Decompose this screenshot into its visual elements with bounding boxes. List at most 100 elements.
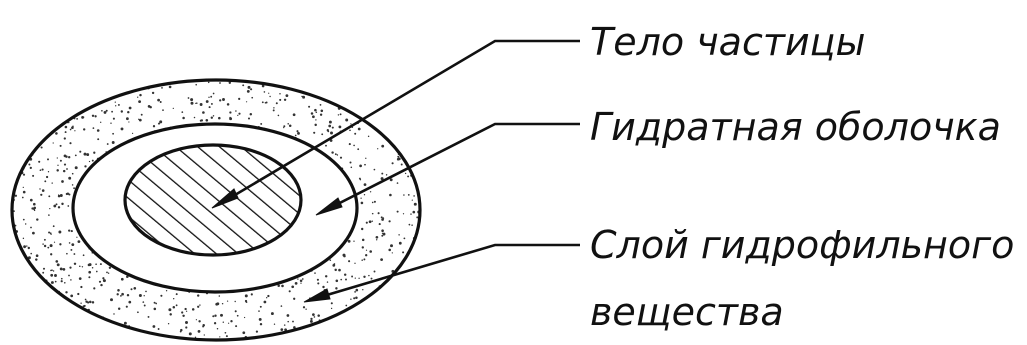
stipple-dot	[53, 205, 56, 208]
stipple-dot	[248, 117, 250, 119]
stipple-dot	[62, 317, 64, 319]
stipple-dot	[323, 80, 326, 83]
stipple-dot	[88, 276, 90, 278]
stipple-dot	[30, 167, 32, 169]
stipple-dot	[251, 97, 253, 99]
stipple-dot	[208, 140, 210, 142]
stipple-dot	[354, 133, 356, 135]
stipple-dot	[392, 252, 393, 253]
stipple-dot	[169, 86, 172, 89]
stipple-dot	[406, 311, 408, 313]
stipple-dot	[327, 281, 328, 282]
stipple-dot	[399, 242, 402, 245]
stipple-dot	[65, 291, 67, 293]
stipple-dot	[52, 318, 55, 321]
stipple-dot	[200, 103, 203, 106]
stipple-dot	[36, 218, 38, 220]
stipple-dot	[136, 265, 137, 266]
stipple-dot	[168, 308, 171, 311]
stipple-dot	[40, 137, 41, 138]
stipple-dot	[35, 306, 38, 309]
stipple-dot	[241, 258, 244, 261]
stipple-dot	[157, 99, 160, 102]
stipple-dot	[354, 263, 355, 264]
stipple-dot	[144, 305, 146, 307]
stipple-dot	[21, 118, 23, 120]
stipple-dot	[51, 281, 54, 284]
stipple-dot	[117, 293, 119, 295]
stipple-dot	[392, 300, 395, 303]
stipple-dot	[66, 168, 68, 170]
stipple-dot	[403, 213, 404, 214]
stipple-dot	[130, 157, 132, 159]
stipple-dot	[42, 169, 44, 171]
stipple-dot	[80, 286, 82, 288]
stipple-dot	[297, 252, 299, 254]
stipple-dot	[303, 244, 305, 246]
stipple-dot	[412, 105, 414, 107]
stipple-dot	[92, 115, 94, 117]
stipple-dot	[352, 337, 354, 339]
stipple-dot	[222, 98, 225, 101]
stipple-dot	[14, 303, 17, 306]
stipple-dot	[56, 320, 58, 322]
stipple-dot	[284, 264, 286, 266]
stipple-dot	[414, 157, 416, 159]
stipple-dot	[256, 80, 258, 82]
stipple-dot	[289, 247, 291, 249]
stipple-dot	[166, 290, 167, 291]
stipple-dot	[381, 293, 383, 295]
stipple-dot	[318, 229, 321, 232]
stipple-dot	[62, 306, 64, 308]
stipple-dot	[26, 266, 28, 268]
stipple-dot	[17, 250, 19, 252]
stipple-dot	[93, 287, 95, 289]
stipple-dot	[121, 278, 124, 281]
stipple-dot	[27, 85, 28, 86]
stipple-dot	[227, 103, 230, 106]
stipple-dot	[18, 285, 19, 286]
stipple-dot	[323, 89, 325, 91]
stipple-dot	[15, 195, 17, 197]
stipple-dot	[117, 208, 118, 209]
stipple-dot	[299, 334, 300, 335]
stipple-dot	[135, 87, 137, 89]
stipple-dot	[73, 187, 75, 189]
stipple-dot	[84, 80, 85, 81]
stipple-dot	[68, 193, 70, 195]
stipple-dot	[272, 263, 274, 265]
stipple-dot	[191, 102, 194, 105]
stipple-dot	[328, 335, 330, 337]
stipple-dot	[413, 325, 415, 327]
stipple-dot	[243, 133, 245, 135]
stipple-dot	[309, 221, 312, 224]
stipple-dot	[132, 163, 134, 165]
stipple-dot	[12, 327, 14, 329]
stipple-dot	[413, 248, 415, 250]
stipple-dot	[325, 220, 327, 222]
stipple-dot	[201, 119, 203, 121]
stipple-dot	[83, 128, 85, 130]
stipple-dot	[153, 125, 155, 127]
stipple-dot	[322, 184, 324, 186]
stipple-dot	[415, 244, 418, 247]
stipple-dot	[284, 99, 286, 101]
stipple-dot	[79, 94, 80, 95]
stipple-dot	[339, 126, 342, 129]
stipple-dot	[415, 251, 416, 252]
stipple-dot	[279, 99, 281, 101]
stipple-dot	[315, 119, 316, 120]
stipple-dot	[246, 101, 247, 102]
stipple-dot	[162, 270, 164, 272]
stipple-dot	[281, 285, 284, 288]
stipple-dot	[117, 289, 120, 292]
stipple-dot	[222, 284, 224, 286]
stipple-dot	[12, 96, 14, 98]
stipple-dot	[338, 339, 340, 341]
stipple-dot	[219, 82, 221, 84]
stipple-dot	[28, 322, 30, 324]
stipple-dot	[244, 317, 245, 318]
stipple-dot	[179, 135, 181, 137]
stipple-dot	[70, 129, 72, 131]
stipple-dot	[64, 164, 66, 166]
